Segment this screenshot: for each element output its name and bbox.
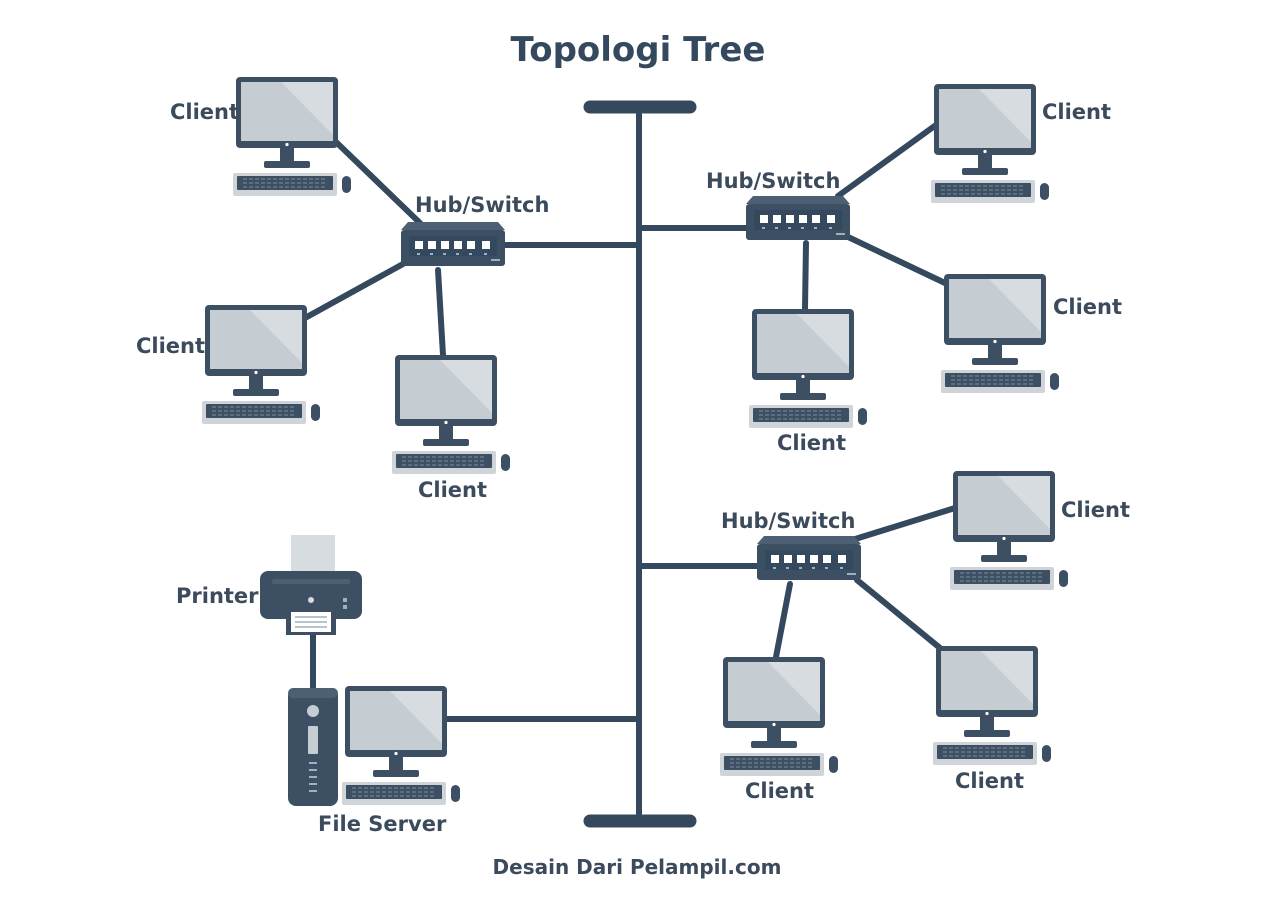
client-label-4: Client (1042, 100, 1111, 124)
file-server-label: File Server (318, 812, 447, 836)
client-computer-8 (719, 656, 839, 777)
client-label-5: Client (777, 431, 846, 455)
client-label-7: Client (1061, 498, 1130, 522)
link-hub2-client-right (843, 233, 948, 286)
client-label-1: Client (170, 100, 239, 124)
connection-lines (302, 100, 958, 828)
link-hub2-client-bottom (802, 240, 809, 312)
client-computer-3 (391, 354, 511, 475)
client-computer-7 (949, 470, 1069, 591)
link-hub3-client-left (773, 581, 793, 660)
client-label-2: Client (136, 334, 205, 358)
client-computer-9 (932, 645, 1052, 766)
hub-label-right-top: Hub/Switch (706, 169, 840, 193)
hub-label-right-bottom: Hub/Switch (721, 509, 855, 533)
diagram-title: Topologi Tree (511, 30, 766, 70)
client-label-3: Client (418, 478, 487, 502)
client-label-9: Client (955, 769, 1024, 793)
hub-switch-left (401, 222, 505, 266)
hub-switch-right-bottom (757, 536, 861, 580)
client-computer-5 (748, 308, 868, 429)
hub-switch-right-top (746, 196, 850, 240)
link-hub1-client-top (332, 138, 423, 226)
client-computer-2 (201, 304, 321, 425)
hub-label-left: Hub/Switch (415, 193, 549, 217)
client-label-6: Client (1053, 295, 1122, 319)
link-hub1-client-left (302, 261, 406, 321)
link-hub2-client-top (835, 122, 939, 199)
client-computer-4 (930, 83, 1050, 204)
link-hub1-client-bottom (435, 267, 446, 358)
file-server-icon (288, 685, 461, 806)
link-hub3-client-right (854, 577, 943, 651)
printer-icon (260, 535, 362, 635)
link-hub3-client-top (849, 505, 958, 543)
client-label-8: Client (745, 779, 814, 803)
credit-text: Desain Dari Pelampil.com (493, 855, 782, 879)
client-computer-1 (232, 76, 352, 197)
client-computer-6 (940, 273, 1060, 394)
printer-label: Printer (176, 584, 259, 608)
